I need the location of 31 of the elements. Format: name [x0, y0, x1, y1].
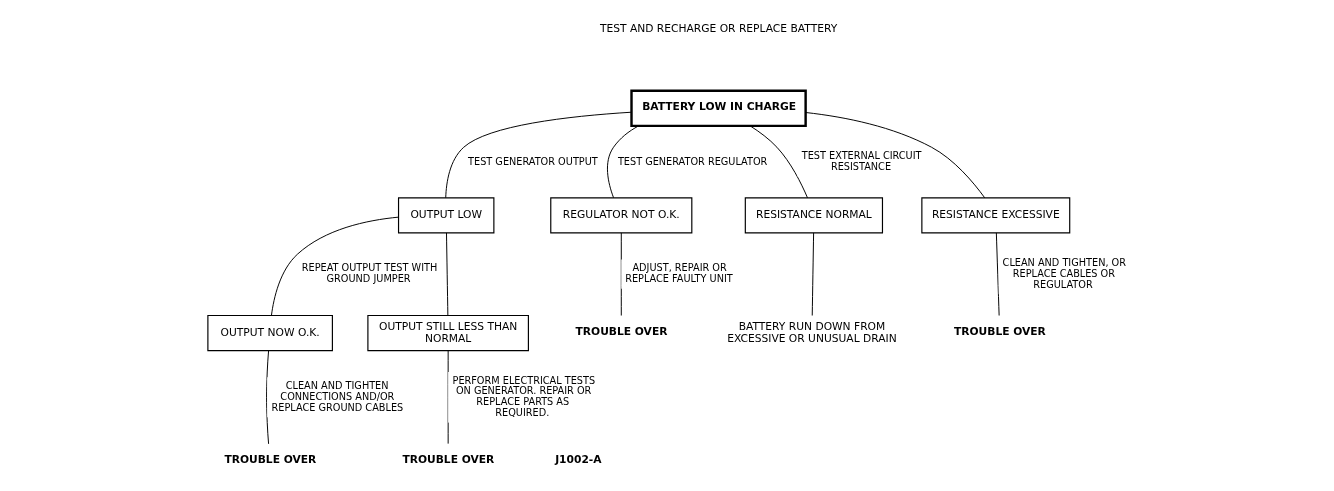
connector: [804, 112, 985, 199]
connector: [445, 232, 448, 316]
node-box: RESISTANCE NORMAL: [744, 197, 883, 234]
edge-label: CLEAN AND TIGHTEN CONNECTIONS AND/OR REPLACE GROUND CABLES: [271, 380, 403, 413]
node-text: TROUBLE OVER: [401, 453, 494, 467]
node-box: OUTPUT NOW O.K.: [206, 314, 333, 352]
label: TEST AND RECHARGE OR REPLACE BATTERY: [599, 22, 837, 36]
edge-label: REPEAT OUTPUT TEST WITH GROUND JUMPER: [301, 262, 437, 284]
node-text: TROUBLE OVER: [953, 324, 1046, 338]
edge-label: TEST GENERATOR REGULATOR: [617, 155, 767, 167]
node-text: BATTERY RUN DOWN FROM EXCESSIVE OR UNUSUAL DRAIN: [726, 319, 897, 345]
node-box: REGULATOR NOT O.K.: [549, 197, 692, 234]
edge-label: CLEAN AND TIGHTEN, OR REPLACE CABLES OR REGULATOR: [1002, 257, 1126, 290]
connector: [811, 232, 814, 316]
node-box: RESISTANCE EXCESSIVE: [920, 197, 1070, 234]
node-text: TROUBLE OVER: [223, 453, 316, 467]
edge-label: TEST GENERATOR OUTPUT: [467, 155, 598, 167]
edge-label: ADJUST, REPAIR OR REPLACE FAULTY UNIT: [624, 262, 733, 284]
node-box: OUTPUT LOW: [397, 197, 494, 234]
node-text: TROUBLE OVER: [575, 324, 667, 338]
connector: [749, 125, 808, 199]
connector: [606, 125, 639, 199]
connector: [995, 232, 1000, 316]
node-box: BATTERY LOW IN CHARGE: [629, 89, 807, 128]
connector: [444, 111, 632, 199]
edge-label: TEST EXTERNAL CIRCUIT RESISTANCE: [801, 149, 922, 172]
connector: [270, 216, 399, 316]
connector: [265, 350, 269, 445]
edge-label: PERFORM ELECTRICAL TESTS ON GENERATOR. REPAIR OR REPLACE PARTS AS REQUIRED.: [452, 374, 595, 418]
label: J1002-A: [554, 453, 602, 467]
node-box: OUTPUT STILL LESS THAN NORMAL: [366, 314, 529, 352]
